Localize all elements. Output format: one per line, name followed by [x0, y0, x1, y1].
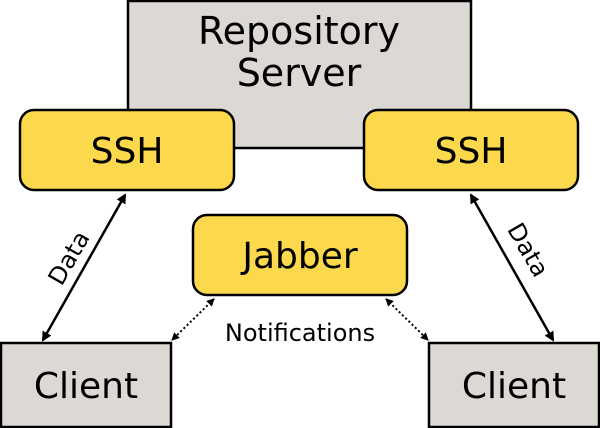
data-arrow-right	[469, 193, 555, 342]
ssh-right-box	[362, 108, 580, 192]
jabber-node: Jabber	[191, 213, 409, 297]
ssh-left-label: SSH	[91, 131, 164, 172]
data-label-right: Data	[501, 218, 554, 282]
jabber-box	[191, 213, 409, 297]
notifications-arrow-left	[171, 298, 215, 341]
client-left-node: Client	[0, 341, 173, 428]
client-left-label: Client	[34, 366, 138, 407]
repository-server-label-line1: Repository	[198, 9, 400, 53]
ssh-left-node: SSH	[18, 108, 236, 192]
jabber-label: Jabber	[240, 236, 358, 277]
client-right-node: Client	[427, 341, 600, 428]
ssh-right-label: SSH	[435, 131, 508, 172]
repository-server-label-line2: Server	[237, 51, 362, 95]
ssh-left-box	[18, 108, 236, 192]
client-right-box	[427, 341, 600, 428]
ssh-right-node: SSH	[362, 108, 580, 192]
client-right-label: Client	[462, 366, 566, 407]
client-left-box	[0, 341, 173, 428]
data-label-left: Data	[43, 226, 96, 290]
notifications-arrow-right	[385, 298, 429, 341]
data-arrow-left	[41, 193, 127, 342]
notifications-label: Notifications	[225, 319, 375, 347]
